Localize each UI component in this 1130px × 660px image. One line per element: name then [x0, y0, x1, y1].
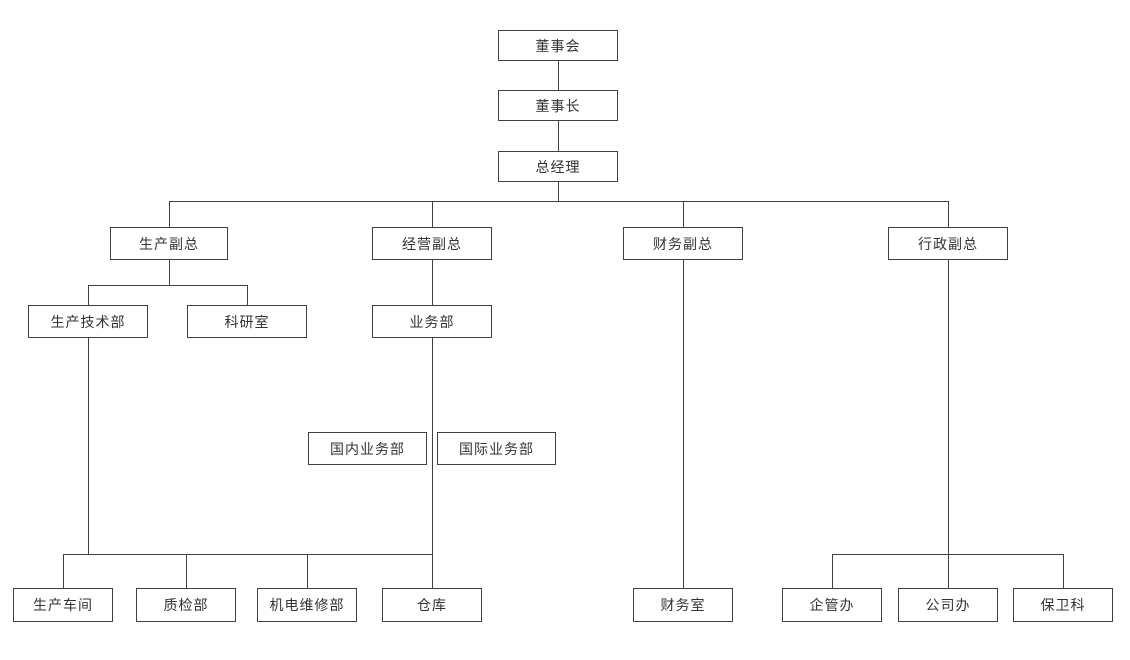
- node-research-office: 科研室: [187, 305, 307, 338]
- connector-gm-trunk: [558, 182, 559, 201]
- connector-business-down: [432, 338, 433, 588]
- node-production-tech-dept: 生产技术部: [28, 305, 148, 338]
- connector-vp-admin-down: [948, 260, 949, 588]
- node-vp-admin: 行政副总: [888, 227, 1008, 260]
- connector-vp-finance-office: [683, 260, 684, 588]
- connector-rail-vp-operations: [432, 201, 433, 227]
- connector-rail-enterprise-mgmt: [832, 554, 833, 588]
- node-warehouse: 仓库: [382, 588, 482, 622]
- node-quality-inspection-dept: 质检部: [136, 588, 236, 622]
- node-production-workshop: 生产车间: [13, 588, 113, 622]
- connector-rail-research: [247, 285, 248, 305]
- connector-bottom-right-rail: [832, 554, 1064, 555]
- connector-production-rail: [88, 285, 248, 286]
- connector-rail-vp-admin: [948, 201, 949, 227]
- node-board-of-directors: 董事会: [498, 30, 618, 61]
- node-vp-operations: 经营副总: [372, 227, 492, 260]
- node-general-manager: 总经理: [498, 151, 618, 182]
- node-mech-maintenance-dept: 机电维修部: [257, 588, 357, 622]
- connector-rail-vp-finance: [683, 201, 684, 227]
- node-vp-finance: 财务副总: [623, 227, 743, 260]
- connector-rail-vp-production: [169, 201, 170, 227]
- node-chairman: 董事长: [498, 90, 618, 121]
- node-vp-production: 生产副总: [110, 227, 228, 260]
- connector-vp-rail: [169, 201, 949, 202]
- connector-rail-security: [1063, 554, 1064, 588]
- connector-board-chairman: [558, 61, 559, 90]
- connector-vp-production-down: [169, 260, 170, 285]
- connector-chairman-gm: [558, 121, 559, 151]
- node-company-office: 公司办: [898, 588, 998, 622]
- connector-bottom-left-rail: [63, 554, 433, 555]
- connector-rail-qc: [186, 554, 187, 588]
- connector-rail-maintenance: [307, 554, 308, 588]
- node-domestic-business-dept: 国内业务部: [308, 432, 427, 465]
- node-security-section: 保卫科: [1013, 588, 1113, 622]
- node-enterprise-mgmt-office: 企管办: [782, 588, 882, 622]
- node-business-dept: 业务部: [372, 305, 492, 338]
- connector-rail-workshop: [63, 554, 64, 588]
- connector-vp-operations-business: [432, 260, 433, 305]
- connector-production-tech-down: [88, 338, 89, 554]
- node-finance-office: 财务室: [633, 588, 733, 622]
- connector-rail-production-tech: [88, 285, 89, 305]
- node-intl-business-dept: 国际业务部: [437, 432, 556, 465]
